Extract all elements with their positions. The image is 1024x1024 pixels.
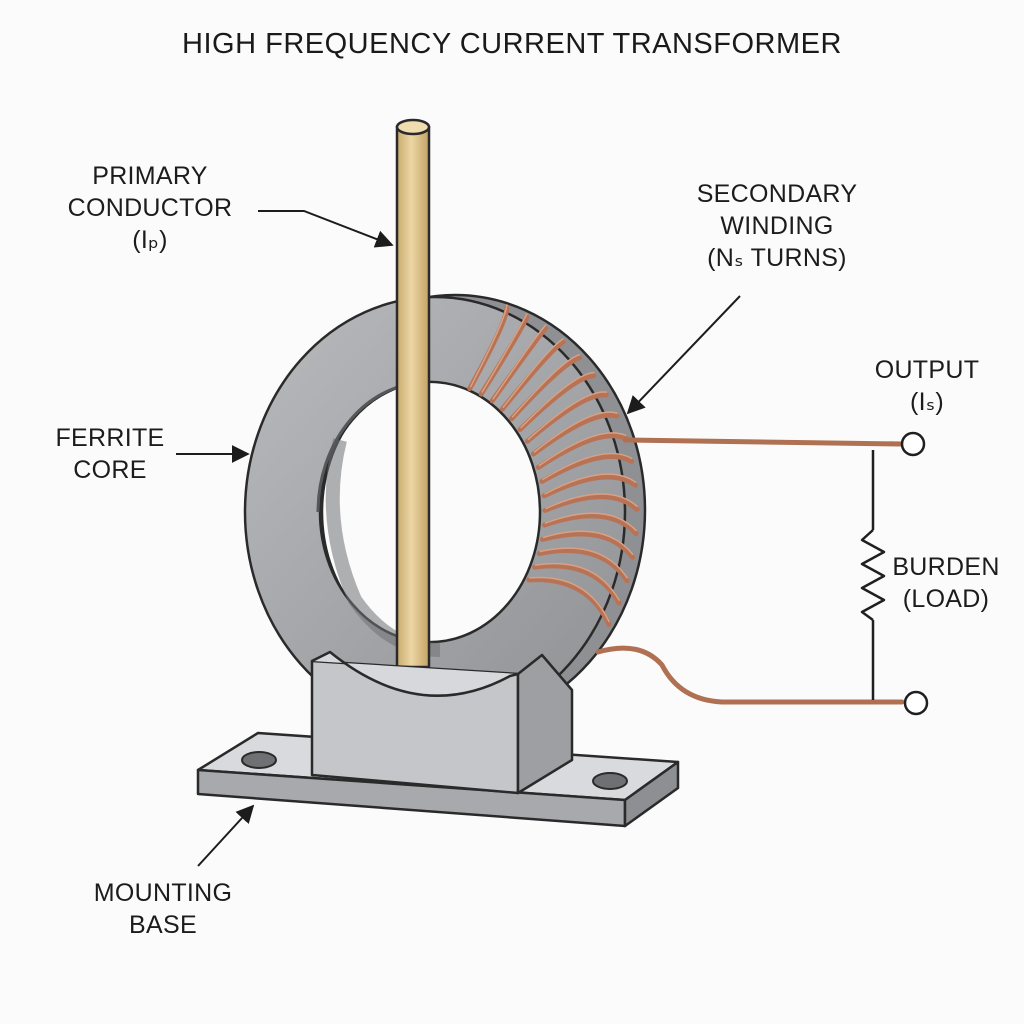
winding-turn <box>524 392 609 444</box>
winding-turn <box>535 433 628 470</box>
winding-turn-highlight <box>538 432 627 467</box>
winding-turn <box>517 373 597 432</box>
label-mounting-base: MOUNTING BASE <box>78 877 248 941</box>
winding-turn-highlight <box>502 338 564 408</box>
label-burden: BURDEN (LOAD) <box>880 551 1012 615</box>
winding-turn-highlight <box>533 411 618 453</box>
label-line: OUTPUT <box>874 356 980 384</box>
winding-turn-highlight <box>481 313 528 393</box>
winding-turn-highlight <box>544 473 637 495</box>
output-circuit <box>860 431 929 716</box>
label-line: (Iₛ) <box>909 388 945 416</box>
mounting-hole-left <box>241 751 277 769</box>
burden-resistor <box>860 529 886 622</box>
label-line: (LOAD) <box>902 585 990 613</box>
winding-turn-highlight <box>511 354 581 418</box>
arrow-primary-conductor <box>258 210 394 248</box>
winding-turn-highlight <box>542 530 634 556</box>
label-output: OUTPUT (Iₛ) <box>862 354 992 418</box>
label-line: CONDUCTOR <box>67 194 233 222</box>
secondary-leads <box>595 437 905 705</box>
winding-turn <box>530 412 620 457</box>
output-terminal-bottom <box>903 690 929 716</box>
winding-turn <box>499 339 566 412</box>
winding-turn <box>541 474 638 499</box>
winding-turn-highlight <box>545 493 638 510</box>
label-line: MOUNTING <box>93 879 233 907</box>
winding-turn-highlight <box>520 371 595 429</box>
core-support-saddle <box>310 650 574 795</box>
label-line: SECONDARY <box>696 180 858 208</box>
winding-turn-highlight <box>469 304 508 388</box>
winding-turn-highlight <box>539 547 628 579</box>
lower-lead-wire <box>595 645 905 705</box>
label-line: WINDING <box>720 212 834 240</box>
mounting-hole-right <box>592 772 628 790</box>
label-line: (Iₚ) <box>132 226 168 254</box>
winding-turn <box>526 577 612 627</box>
winding-turn-highlight <box>529 576 610 623</box>
label-line: BURDEN <box>892 553 1000 581</box>
secondary-winding-coils <box>467 304 640 627</box>
winding-turn <box>542 513 639 536</box>
label-line: CORE <box>73 456 147 484</box>
label-ferrite-core: FERRITE CORE <box>40 422 180 486</box>
winding-turn-highlight <box>542 452 633 481</box>
winding-turn <box>539 453 635 484</box>
arrow-mounting-base <box>197 804 255 867</box>
winding-turn-highlight <box>534 562 620 601</box>
winding-turn <box>509 355 582 422</box>
winding-turn <box>532 563 622 606</box>
winding-turn <box>540 531 636 560</box>
label-line: (Nₛ TURNS) <box>707 244 847 272</box>
label-primary-conductor: PRIMARY CONDUCTOR (Iₚ) <box>60 160 240 256</box>
label-secondary-winding: SECONDARY WINDING (Nₛ TURNS) <box>672 178 882 274</box>
label-line: FERRITE <box>55 424 165 452</box>
arrow-secondary-winding <box>626 295 741 415</box>
winding-turn-highlight <box>544 512 637 532</box>
leader-arrows <box>176 210 741 867</box>
winding-turn-highlight <box>527 391 608 441</box>
label-line: PRIMARY <box>92 162 208 190</box>
label-line: BASE <box>129 911 197 939</box>
output-terminal-top <box>900 431 926 457</box>
winding-turn-highlight <box>492 324 547 400</box>
diagram-title: HIGH FREQUENCY CURRENT TRANSFORMER <box>182 28 842 60</box>
ferrite-core <box>243 293 647 729</box>
upper-lead-wire <box>622 437 905 447</box>
winding-turn <box>542 494 640 513</box>
winding-turn <box>536 548 630 584</box>
primary-conductor-rod <box>395 118 431 669</box>
